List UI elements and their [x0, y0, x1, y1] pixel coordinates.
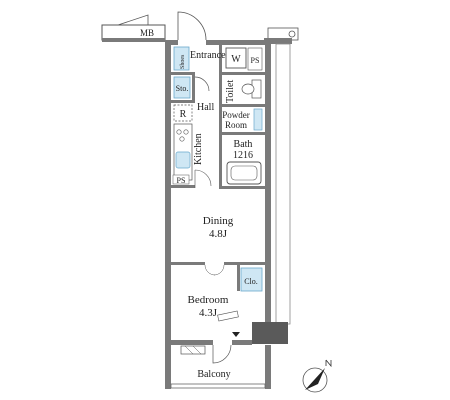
kitchen-label: Kitchen: [193, 133, 204, 165]
kitchen: Kitchen: [173, 123, 204, 181]
powder-room: Powder Room: [222, 108, 263, 131]
powder-room-label-2: Room: [225, 120, 247, 130]
balcony-label: Balcony: [197, 369, 230, 380]
bath-label: Bath: [234, 139, 253, 150]
balcony-doors: [180, 344, 232, 364]
ps-top-label: PS: [251, 56, 260, 65]
refrigerator-label: R: [180, 109, 187, 120]
washer-label: W: [231, 54, 241, 65]
north-arrow-icon: [302, 359, 332, 393]
meter-box: MB: [101, 14, 166, 42]
storage: Sto.: [173, 76, 191, 99]
toilet-room: Toilet: [225, 80, 262, 103]
storage-label: Sto.: [176, 84, 189, 93]
shoe-storage: Shoes: [173, 46, 190, 71]
toilet-label: Toilet: [225, 80, 236, 103]
refrigerator-space: R: [173, 104, 193, 122]
closet-label: Clo.: [244, 277, 258, 286]
exterior-walls: [165, 40, 291, 346]
bedroom-label: Bedroom: [188, 294, 229, 306]
dining-size-label: 4.8J: [209, 228, 228, 240]
ps-bottom-label: PS: [177, 176, 186, 185]
bedroom-size-label: 4.3J: [199, 307, 218, 319]
shoe-storage-label: Shoes: [180, 54, 186, 69]
closet: Clo.: [240, 267, 263, 292]
bathroom: Bath 1216: [226, 139, 262, 185]
balcony: Balcony: [165, 345, 271, 389]
interior-walls: [171, 45, 265, 291]
dining-room: Dining 4.8J: [203, 215, 234, 240]
entrance-door: [177, 11, 207, 41]
entrance-label: Entrance: [190, 50, 226, 61]
bedroom: Bedroom 4.3J: [188, 294, 240, 337]
washer-space: W: [225, 47, 247, 69]
powder-room-label-1: Powder: [222, 110, 250, 120]
mb-label: MB: [140, 28, 154, 38]
bath-size-label: 1216: [233, 150, 253, 161]
hall-label: Hall: [197, 102, 214, 113]
outdoor-unit: [264, 27, 299, 44]
dining-label: Dining: [203, 215, 234, 227]
